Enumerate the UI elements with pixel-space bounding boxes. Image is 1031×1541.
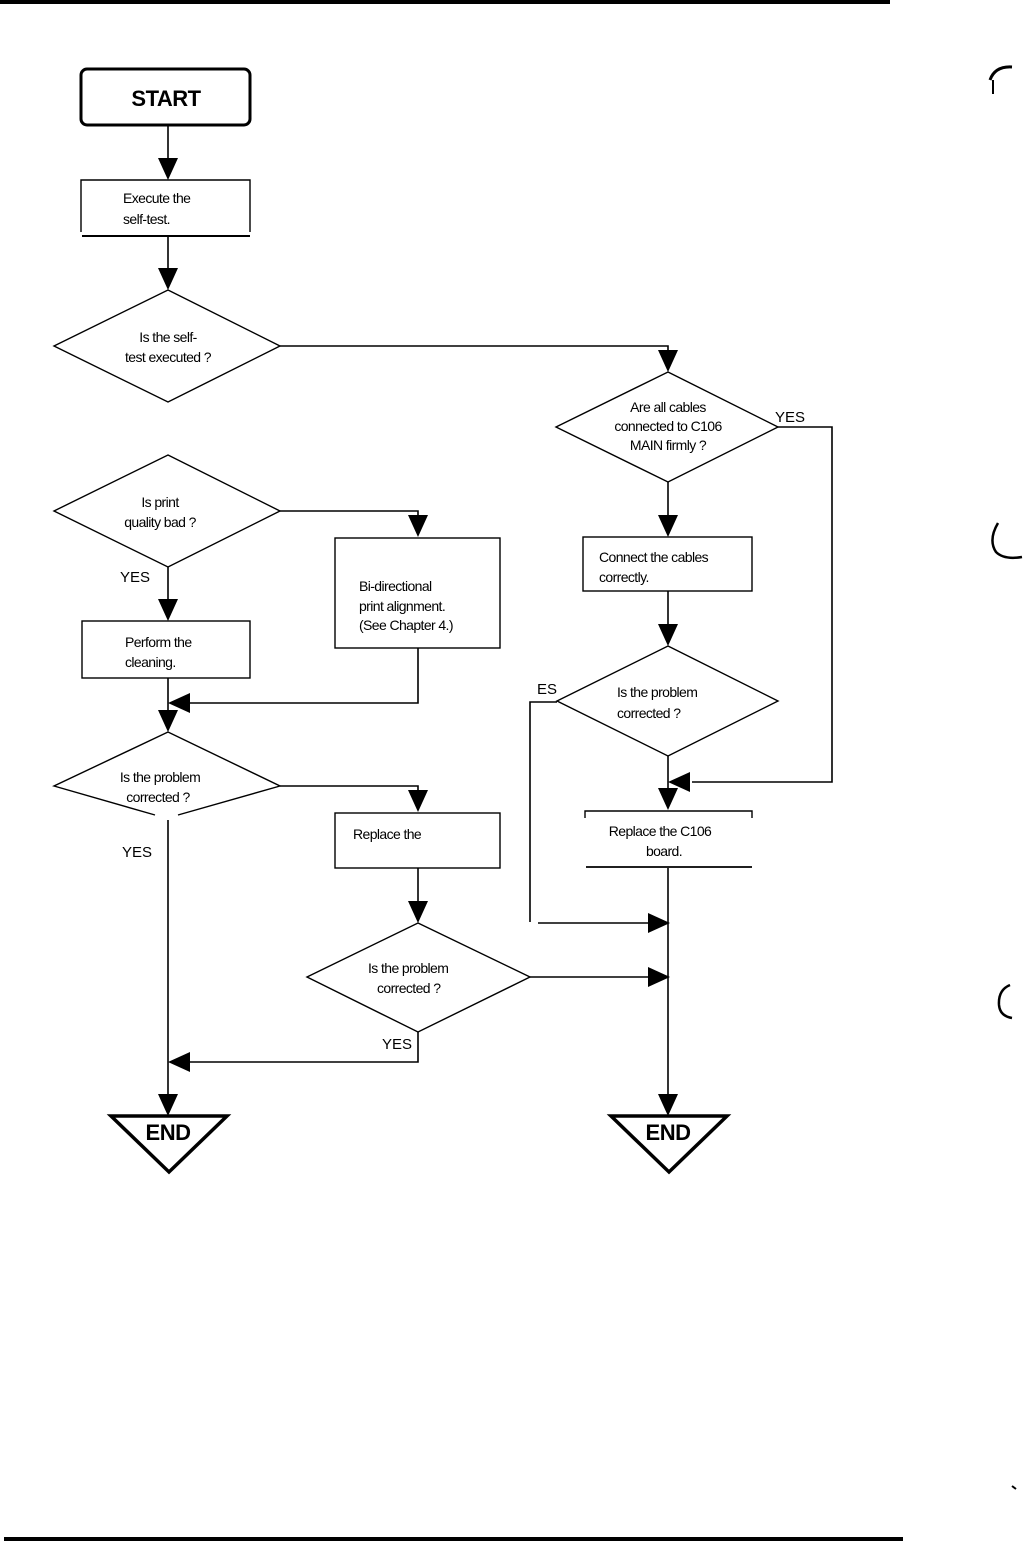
arrowhead-down	[658, 1094, 678, 1116]
binder-hole-mark	[991, 522, 1023, 560]
connector-corrected-left-no	[280, 785, 419, 792]
arrowhead-down	[158, 710, 178, 732]
branch-label-yes: YES	[120, 569, 150, 586]
arrowhead-down	[408, 515, 428, 537]
decision-print-quality: Is print quality bad ?	[52, 454, 282, 568]
decision-problem-corrected-bottom: Is the problem corrected ?	[305, 922, 532, 1033]
arrowhead-down	[408, 790, 428, 812]
node-text-line: Is the problem	[368, 960, 448, 976]
connector-selftest-no-to-cables	[280, 345, 669, 352]
node-text-line: Are all cables	[630, 399, 706, 415]
connector-quality-no	[280, 510, 419, 518]
node-text-line: MAIN firmly ?	[630, 437, 707, 453]
arrowhead-down	[658, 350, 678, 372]
process-replace-c106: Replace the C106 board.	[584, 810, 753, 868]
arrowhead-down	[158, 1094, 178, 1116]
binder-hole-mark	[997, 983, 1013, 1020]
node-text-line: cleaning.	[125, 654, 176, 670]
end-label: END	[646, 1120, 691, 1145]
node-text-line: Connect the cables	[599, 549, 709, 565]
node-text-line: Perform the	[125, 634, 192, 650]
arrowhead-left	[168, 693, 190, 713]
end-label: END	[146, 1120, 191, 1145]
node-text-line: corrected ?	[126, 789, 190, 805]
start-terminator: START	[79, 67, 252, 127]
end-terminator-right: END	[606, 1114, 732, 1175]
node-text-line: self-test.	[123, 211, 170, 227]
node-text-line: correctly.	[599, 569, 649, 585]
node-text-line: board.	[646, 843, 682, 859]
node-text-line: corrected ?	[377, 980, 441, 996]
connectors	[167, 126, 833, 1098]
process-connect-cables: Connect the cables correctly.	[582, 536, 753, 592]
arrowhead-down	[408, 901, 428, 923]
node-text-line: test executed ?	[125, 349, 212, 365]
arrowhead-down	[158, 268, 178, 290]
node-text-line: Is the problem	[617, 684, 697, 700]
node-text-line: Is the problem	[120, 769, 200, 785]
node-text-line: Bi-directional	[359, 578, 432, 594]
arrowhead-down	[658, 515, 678, 537]
connector-cables-yes	[692, 426, 833, 783]
decision-self-test-executed: Is the self- test executed ?	[52, 289, 282, 403]
branch-label-yes-partial: ES	[537, 681, 557, 698]
top-rule	[0, 0, 890, 4]
arrowhead-left	[168, 1052, 190, 1072]
connector-corrected-right-yes	[529, 701, 557, 922]
arrowhead-down	[658, 788, 678, 810]
node-text-line: corrected ?	[617, 705, 681, 721]
process-execute-self-test: Execute the self-test.	[80, 179, 251, 237]
arrowhead-down	[658, 624, 678, 646]
arrowheads	[158, 158, 690, 1116]
decision-problem-corrected-left: Is the problem corrected ?	[52, 731, 282, 816]
binder-hole-mark	[1011, 1485, 1017, 1490]
process-perform-cleaning: Perform the cleaning.	[81, 620, 251, 679]
node-text-line: quality bad ?	[124, 514, 196, 530]
arrowhead-down	[158, 599, 178, 621]
node-text-line: Is print	[141, 494, 179, 510]
node-text-line: (See Chapter 4.)	[359, 617, 453, 633]
process-bidirectional-alignment: Bi-directional print alignment. (See Cha…	[334, 537, 501, 649]
end-terminator-left: END	[106, 1114, 232, 1175]
arrowhead-down	[158, 158, 178, 180]
branch-label-yes: YES	[775, 409, 805, 426]
bottom-rule	[4, 1537, 903, 1541]
arrowhead-left	[668, 772, 690, 792]
node-text-line: Is the self-	[139, 329, 197, 345]
node-text-line: Replace the	[353, 826, 422, 842]
decision-problem-corrected-right: Is the problem corrected ?	[555, 645, 780, 757]
arrowhead-right	[648, 967, 670, 987]
process-replace-the: Replace the	[334, 812, 501, 869]
binder-hole-marks	[988, 65, 1023, 1490]
branch-label-yes: YES	[122, 844, 152, 861]
branch-label-yes: YES	[382, 1036, 412, 1053]
arrowhead-right	[648, 913, 670, 933]
node-text-line: connected to C106	[614, 418, 722, 434]
node-text-line: print alignment.	[359, 598, 445, 614]
node-text-line: Execute the	[123, 190, 191, 206]
start-label: START	[131, 86, 201, 111]
decision-cables-connected: Are all cables connected to C106 MAIN fi…	[554, 371, 780, 483]
connector-bidir-merge	[190, 648, 419, 704]
connector-bottom-yes	[190, 1032, 419, 1063]
binder-hole-mark	[988, 65, 1013, 81]
node-text-line: Replace the C106	[609, 823, 712, 839]
